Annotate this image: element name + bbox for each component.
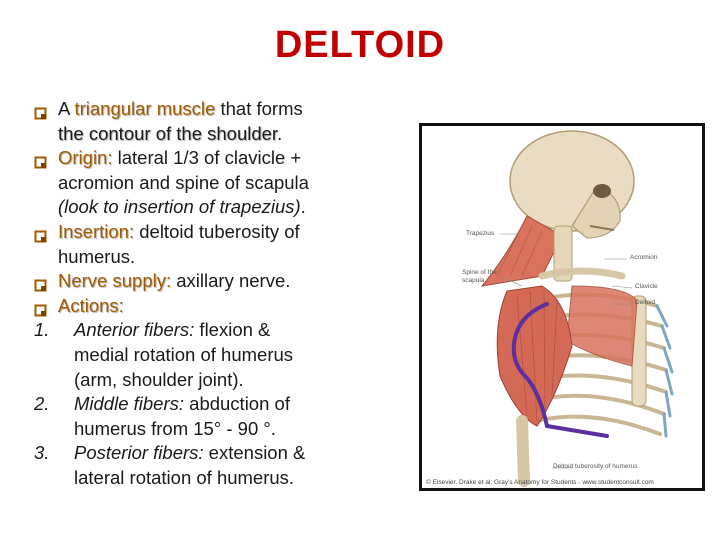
text-segment: (look to insertion of trapezius) <box>58 196 301 218</box>
text-segment: that forms <box>215 98 303 119</box>
checkbox-bullet-icon <box>34 102 47 120</box>
text-line: humerus from 15° - 90 °. <box>74 417 276 439</box>
text-segment: deltoid tuberosity of <box>134 220 300 242</box>
text-segment: acromion and spine of scapula <box>58 171 309 193</box>
deltoid-illustration <box>480 130 674 487</box>
highlight-term: Actions: <box>58 294 124 316</box>
bullet-item-description: A triangular muscle that forms the conto… <box>34 97 379 146</box>
list-number: 3. <box>34 442 50 464</box>
figure-caption: © Elsevier. Drake et al: Gray's Anatomy … <box>426 479 654 486</box>
label-deltoid-tuberosity: Deltoid tuberosity of humerus <box>553 463 638 470</box>
label-acromion: Acromion <box>630 254 658 261</box>
checkbox-bullet-icon <box>34 299 47 317</box>
highlight-term: Insertion: <box>58 220 135 242</box>
label-spine-of-scapula: Spine of the scapula <box>462 269 497 284</box>
text-line: (arm, shoulder joint). <box>74 368 244 390</box>
bullet-item-actions: Actions: <box>34 294 379 319</box>
action-lead: Middle fibers: <box>74 393 185 415</box>
action-item-anterior: 1. Anterior fibers: flexion & medial rot… <box>34 318 379 392</box>
list-number: 2. <box>34 393 50 415</box>
text-segment: lateral 1/3 of clavicle + <box>112 147 302 169</box>
label-deltoid: Deltoid <box>635 299 656 306</box>
bullet-item-insertion: Insertion: deltoid tuberosity of humerus… <box>34 220 379 269</box>
action-lead: Anterior fibers: <box>74 319 195 341</box>
content-body: A triangular muscle that forms the conto… <box>34 97 379 491</box>
text-segment: flexion & <box>194 319 271 341</box>
text-segment: . <box>300 196 306 218</box>
checkbox-bullet-icon <box>34 274 47 292</box>
bullet-item-origin: Origin: lateral 1/3 of clavicle + acromi… <box>34 146 379 220</box>
page-title: DELTOID <box>274 24 446 66</box>
bullet-item-nerve-supply: Nerve supply: axillary nerve. <box>34 269 379 294</box>
text-segment: humerus. <box>58 245 136 267</box>
text-segment: A <box>58 98 75 119</box>
highlight-term: Origin: <box>58 147 113 169</box>
list-number: 1. <box>34 319 50 341</box>
label-trapezius: Trapezius <box>466 230 495 237</box>
highlight-term: triangular muscle <box>74 98 216 119</box>
text-segment: extension & <box>203 442 306 464</box>
checkbox-bullet-icon <box>34 225 47 243</box>
text-line: medial rotation of humerus <box>74 343 294 365</box>
action-lead: Posterior fibers: <box>74 442 204 464</box>
highlight-term: Nerve supply: <box>58 270 172 292</box>
action-item-middle: 2. Middle fibers: abduction of humerus f… <box>34 392 379 441</box>
text-segment: axillary nerve. <box>171 270 291 292</box>
anatomy-figure: Trapezius Spine of the scapula Acromion … <box>419 123 705 491</box>
label-clavicle: Clavicle <box>635 283 658 290</box>
checkbox-bullet-icon <box>34 151 47 169</box>
text-segment: . <box>277 122 283 144</box>
action-item-posterior: 3. Posterior fibers: extension & lateral… <box>34 441 379 490</box>
text-line: lateral rotation of humerus. <box>74 466 295 488</box>
text-segment: the contour of the shoulder <box>58 122 278 144</box>
text-segment: abduction of <box>184 393 290 415</box>
